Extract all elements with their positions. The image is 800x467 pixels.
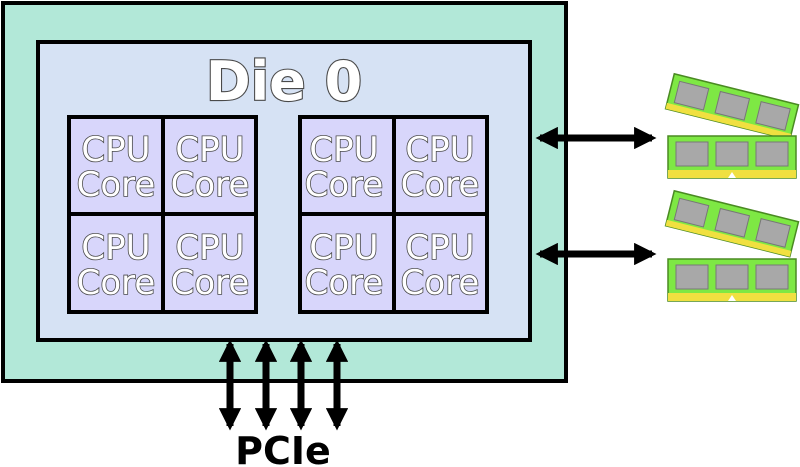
svg-text:Core: Core [401,165,480,205]
die-title: Die 0 [206,50,362,113]
ram-module-icon [667,258,797,302]
svg-text:CPU: CPU [81,130,150,170]
cpu-core: CPU Core [165,216,254,310]
svg-text:CPU: CPU [175,228,244,268]
svg-text:Core: Core [401,263,480,303]
svg-text:Core: Core [305,165,384,205]
ram-module-icon [667,135,797,179]
core-cluster-left: CPU Core CPU Core CPU Core CPU Core [67,115,258,314]
cpu-core: CPU Core [302,119,392,212]
core-cluster-right: CPU Core CPU Core CPU Core CPU Core [298,115,489,314]
svg-text:CPU: CPU [81,228,150,268]
cpu-core: CPU Core [396,216,485,310]
cpu-core: CPU Core [165,119,254,212]
cpu-core: CPU Core [396,119,485,212]
svg-text:CPU: CPU [309,130,378,170]
svg-text:Core: Core [77,165,156,205]
svg-text:CPU: CPU [309,228,378,268]
cpu-core: CPU Core [302,216,392,310]
ram-module-group [664,189,800,302]
pcie-label: PCIe [235,429,331,467]
svg-text:Core: Core [77,263,156,303]
svg-text:CPU: CPU [405,228,474,268]
svg-text:CPU: CPU [405,130,474,170]
svg-text:Core: Core [171,263,250,303]
svg-text:Core: Core [305,263,384,303]
cpu-core: CPU Core [71,119,161,212]
ram-module-icon [664,72,800,141]
ram-module-group [664,72,800,179]
ram-module-icon [664,189,800,258]
svg-text:CPU: CPU [175,130,244,170]
cpu-core: CPU Core [71,216,161,310]
svg-text:Core: Core [171,165,250,205]
